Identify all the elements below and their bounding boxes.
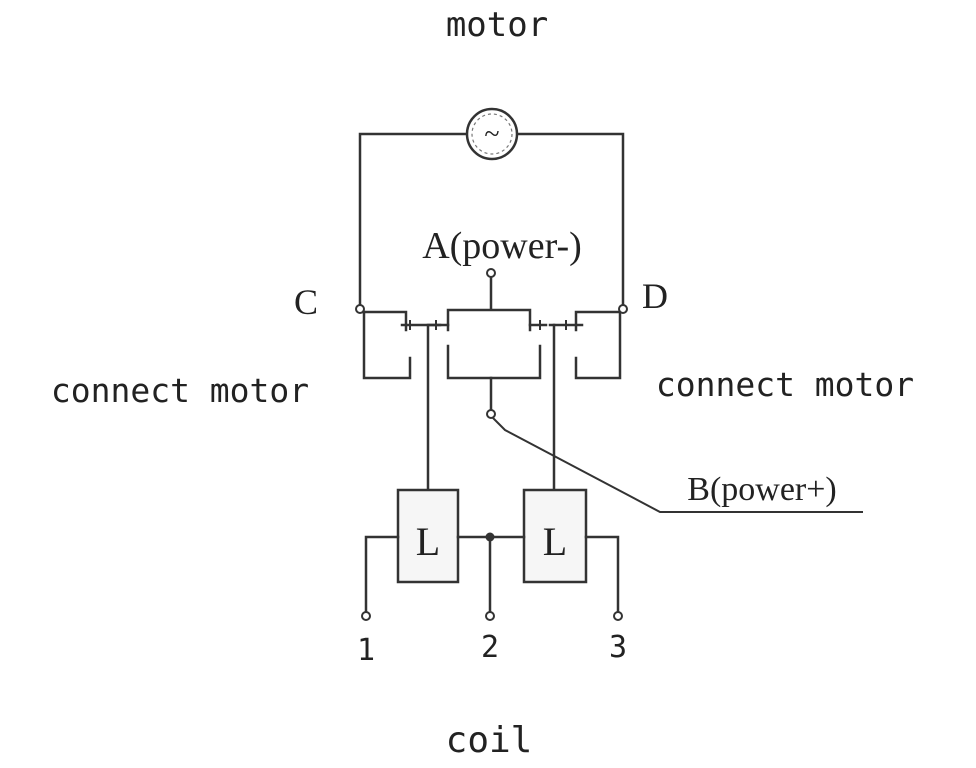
pin-3-label: 3: [609, 630, 627, 665]
contact-ticks: [409, 320, 567, 330]
connect-motor-left-label: connect motor: [51, 371, 309, 410]
pin-1-wire: [364, 535, 400, 614]
terminal-b-node: [486, 409, 496, 419]
coil-right-box: [522, 488, 588, 584]
pin-1-label: 1: [357, 633, 375, 668]
contact-center-bracket: [446, 344, 542, 380]
terminal-d-node: [618, 304, 628, 314]
motor-loop-wires: [358, 132, 625, 311]
connect-motor-right-label: connect motor: [656, 365, 914, 404]
terminal-b-label: B(power+): [687, 471, 836, 508]
pin-2-node: [485, 611, 495, 621]
pin-2-label: 2: [481, 630, 499, 665]
motor-title: motor: [446, 5, 548, 45]
terminal-d-label: D: [642, 276, 668, 316]
coil-drive-wires: [426, 323, 556, 492]
coil-caption: coil: [446, 720, 533, 761]
terminal-a-label: A(power-): [422, 225, 582, 267]
contact-right-bracket: [574, 310, 622, 380]
motor-ac-icon: ~: [484, 119, 499, 150]
pin-1-node: [361, 611, 371, 621]
contact-center-top: [446, 308, 532, 332]
terminal-c-node: [355, 304, 365, 314]
terminal-c-label: C: [294, 282, 318, 322]
motor-circle-inner: [471, 113, 513, 155]
pin-3-wire: [584, 535, 620, 614]
motor-wire-left: [358, 132, 469, 311]
coil-right: L: [522, 488, 588, 584]
coil-left-box: [396, 488, 460, 584]
coil-right-label: L: [543, 519, 567, 564]
coil-junction-node: [485, 532, 495, 542]
terminal-b-leader: [491, 416, 863, 513]
pin-3-node: [613, 611, 623, 621]
motor-circle: [465, 107, 519, 161]
relay-contacts: [358, 308, 625, 414]
coil-pin-wires: [364, 535, 620, 614]
terminal-a-node: [486, 268, 496, 278]
coil-left-label: L: [416, 519, 440, 564]
coil-left: L: [396, 488, 460, 584]
contact-left-bracket: [362, 310, 412, 380]
motor-wire-right: [515, 132, 625, 311]
motor-symbol: ~: [465, 107, 519, 161]
